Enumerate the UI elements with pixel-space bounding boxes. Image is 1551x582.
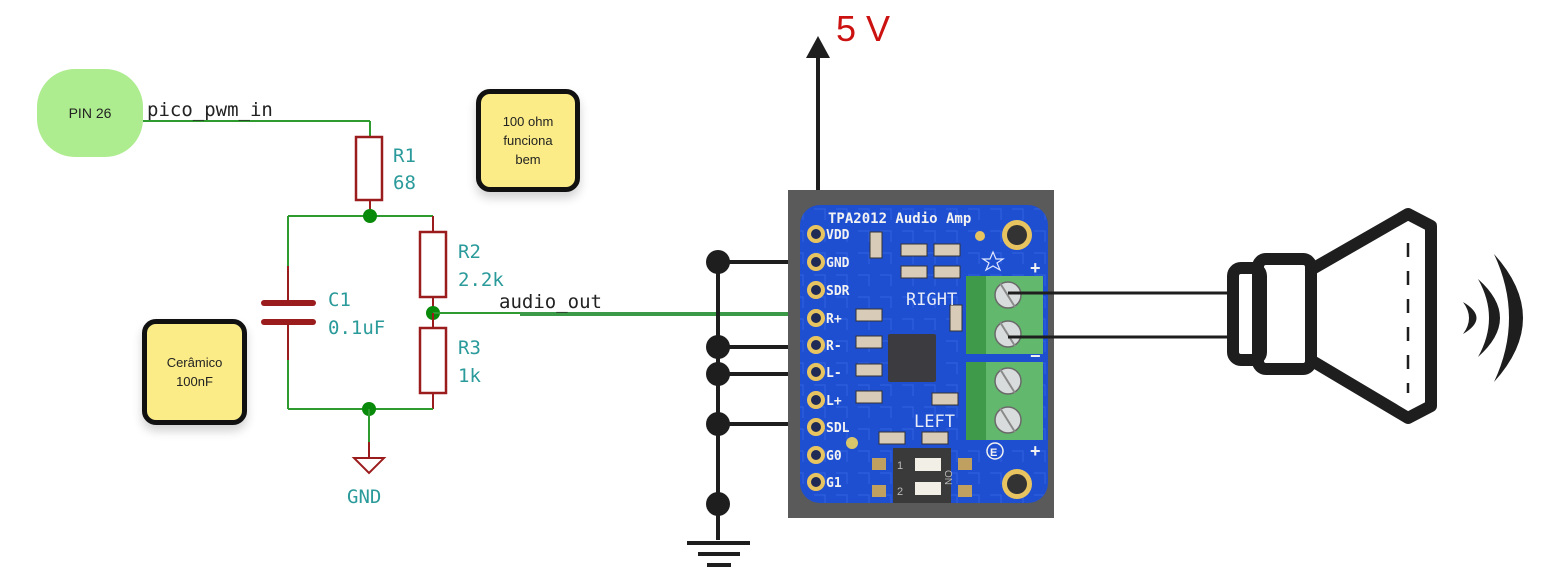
polarity-minus-right: −: [1030, 346, 1041, 366]
speaker-icon: [1227, 208, 1437, 424]
polarity-plus-right: +: [1030, 258, 1041, 278]
note-line: Cerâmico: [166, 355, 223, 370]
r1-value: 68: [393, 172, 416, 194]
arrow-up-icon: [806, 36, 830, 58]
e-mark-icon: [986, 442, 1004, 460]
c1-ref: C1: [328, 289, 351, 311]
earth-ground-icon: [687, 541, 750, 567]
pin-label: PIN 26: [68, 105, 112, 121]
pin-label-l-minus: L-: [826, 366, 842, 381]
gnd-label: GND: [347, 486, 381, 508]
note-line: bem: [515, 152, 541, 167]
note-line: 100nF: [176, 374, 213, 389]
input-wire: [143, 120, 371, 137]
net-label-output: audio_out: [499, 291, 602, 313]
resistor-r3: [418, 326, 448, 395]
junction-dot: [363, 209, 377, 223]
ground-symbol-icon: [351, 457, 387, 475]
polarity-plus-left: +: [1030, 441, 1041, 461]
r3-ref: R3: [458, 337, 481, 359]
pin-label-l-plus: L+: [826, 394, 842, 409]
resistor-r1: [354, 135, 384, 202]
pin-label-g1: G1: [826, 476, 842, 491]
channel-label-right: RIGHT: [906, 290, 957, 310]
amp-board-title: TPA2012 Audio Amp: [828, 211, 971, 227]
resistor-r2: [418, 230, 448, 299]
star-logo-icon: [981, 250, 1005, 272]
c1-value: 0.1uF: [328, 317, 385, 339]
channel-label-left: LEFT: [914, 412, 955, 432]
sticky-note-resistor: 100 ohm funciona bem: [476, 89, 580, 192]
capacitor-c1: [261, 266, 316, 409]
pin-label-r-minus: R-: [826, 339, 842, 354]
switch-label-1: 1: [897, 460, 903, 472]
r2-value: 2.2k: [458, 269, 504, 291]
amp-board: [788, 190, 1054, 518]
r3-value: 1k: [458, 365, 481, 387]
sound-waves-icon: [1463, 254, 1523, 382]
net-label-input: pico_pwm_in: [147, 99, 273, 121]
pin-26-node: PIN 26: [37, 69, 143, 157]
pin-label-r-plus: R+: [826, 312, 842, 327]
top-node-wires: [287, 215, 434, 266]
note-line: funciona: [503, 133, 553, 148]
pin-label-vdd: VDD: [826, 228, 850, 243]
pin-label-gnd: GND: [826, 256, 850, 271]
supply-label: 5 V: [836, 8, 890, 49]
amp-chip: [888, 334, 936, 382]
pin-label-sdl: SDL: [826, 421, 850, 436]
e-mark-label: E: [990, 447, 997, 459]
note-line: 100 ohm: [502, 114, 554, 129]
switch-label-on: ON: [942, 470, 953, 485]
r1-ref: R1: [393, 145, 416, 167]
r2-ref: R2: [458, 241, 481, 263]
sticky-note-capacitor: Cerâmico 100nF: [142, 319, 247, 425]
switch-label-2: 2: [897, 486, 903, 498]
pin-label-g0: G0: [826, 449, 842, 464]
pin-label-sdr: SDR: [826, 284, 850, 299]
